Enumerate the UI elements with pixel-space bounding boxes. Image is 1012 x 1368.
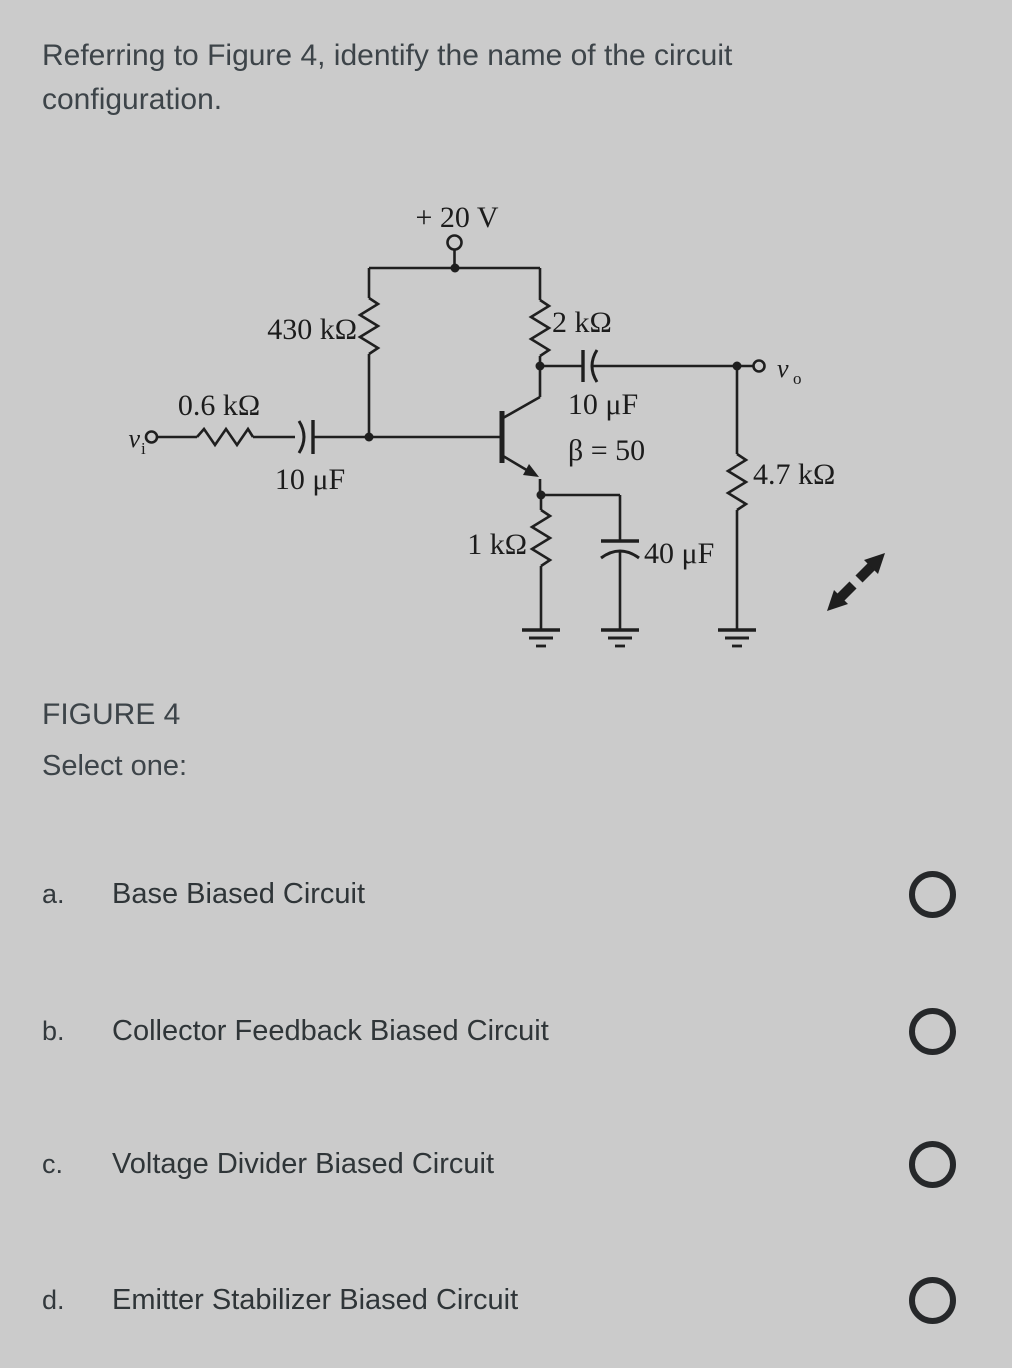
radio-option-d[interactable] <box>909 1276 956 1324</box>
collector-resistor-branch: 2 kΩ <box>528 268 612 371</box>
question-text: Referring to Figure 4, identify the name… <box>42 34 962 122</box>
option-row-a[interactable]: a. Base Biased Circuit <box>42 864 956 924</box>
select-one-prompt: Select one: <box>42 750 188 782</box>
emitter-arrow <box>523 464 539 477</box>
output-cap-label: 10 μF <box>568 388 638 421</box>
transistor: β = 50 <box>499 366 645 495</box>
option-letter-c: c. <box>42 1148 64 1179</box>
input-cap-label: 10 μF <box>275 463 345 496</box>
option-row-b[interactable]: b. Collector Feedback Biased Circuit <box>42 1001 956 1061</box>
bypass-cap-label: 40 μF <box>644 537 714 570</box>
circuit-figure: + 20 V 430 kΩ 2 kΩ v i <box>0 188 1012 674</box>
emitter-resistor-label: 1 kΩ <box>467 528 527 561</box>
circuit-diagram: + 20 V 430 kΩ 2 kΩ v i <box>128 201 885 648</box>
option-letter-b: b. <box>42 1015 65 1046</box>
option-label-d: Emitter Stabilizer Biased Circuit <box>112 1283 519 1316</box>
load-resistor-label: 4.7 kΩ <box>753 458 835 491</box>
ground-emitter <box>522 628 560 648</box>
output-network: 10 μF v o <box>540 349 802 421</box>
expand-icon[interactable] <box>827 553 885 611</box>
vcc-label: + 20 V <box>415 201 498 234</box>
base-resistor-label: 430 kΩ <box>267 313 357 346</box>
vi-label: v <box>128 424 140 453</box>
load-resistor-branch: 4.7 kΩ <box>725 366 835 630</box>
option-row-c[interactable]: c. Voltage Divider Biased Circuit <box>42 1134 956 1194</box>
question-line-2: configuration. <box>42 83 223 116</box>
radio-option-c[interactable] <box>909 1140 956 1188</box>
question-line-1: Referring to Figure 4, identify the name… <box>42 39 733 72</box>
option-label-c: Voltage Divider Biased Circuit <box>112 1147 495 1180</box>
radio-option-b[interactable] <box>909 1007 956 1055</box>
input-network: v i 0.6 kΩ 10 μF <box>128 389 501 496</box>
vo-subscript: o <box>793 369 802 388</box>
option-label-b: Collector Feedback Biased Circuit <box>112 1014 549 1047</box>
emitter-branch: 1 kΩ 40 μF <box>467 490 714 630</box>
beta-label: β = 50 <box>568 434 645 467</box>
bypass-cap-curved-plate <box>600 549 640 560</box>
vi-subscript: i <box>141 439 146 458</box>
option-row-d[interactable]: d. Emitter Stabilizer Biased Circuit <box>42 1270 956 1330</box>
radio-option-a[interactable] <box>909 870 956 918</box>
input-resistor-label: 0.6 kΩ <box>178 389 260 422</box>
base-resistor-branch: 430 kΩ <box>267 268 381 437</box>
vo-label: v <box>777 354 789 383</box>
ground-load <box>718 628 756 648</box>
vcc-terminal: + 20 V <box>369 201 540 273</box>
option-label-a: Base Biased Circuit <box>112 877 366 910</box>
collector-resistor-label: 2 kΩ <box>552 306 612 339</box>
option-letter-a: a. <box>42 878 65 909</box>
input-cap-curved-plate <box>297 420 306 454</box>
figure-caption: FIGURE 4 <box>42 698 181 731</box>
ground-symbols <box>522 628 756 648</box>
option-letter-d: d. <box>42 1284 65 1315</box>
ground-bypass <box>601 628 639 648</box>
